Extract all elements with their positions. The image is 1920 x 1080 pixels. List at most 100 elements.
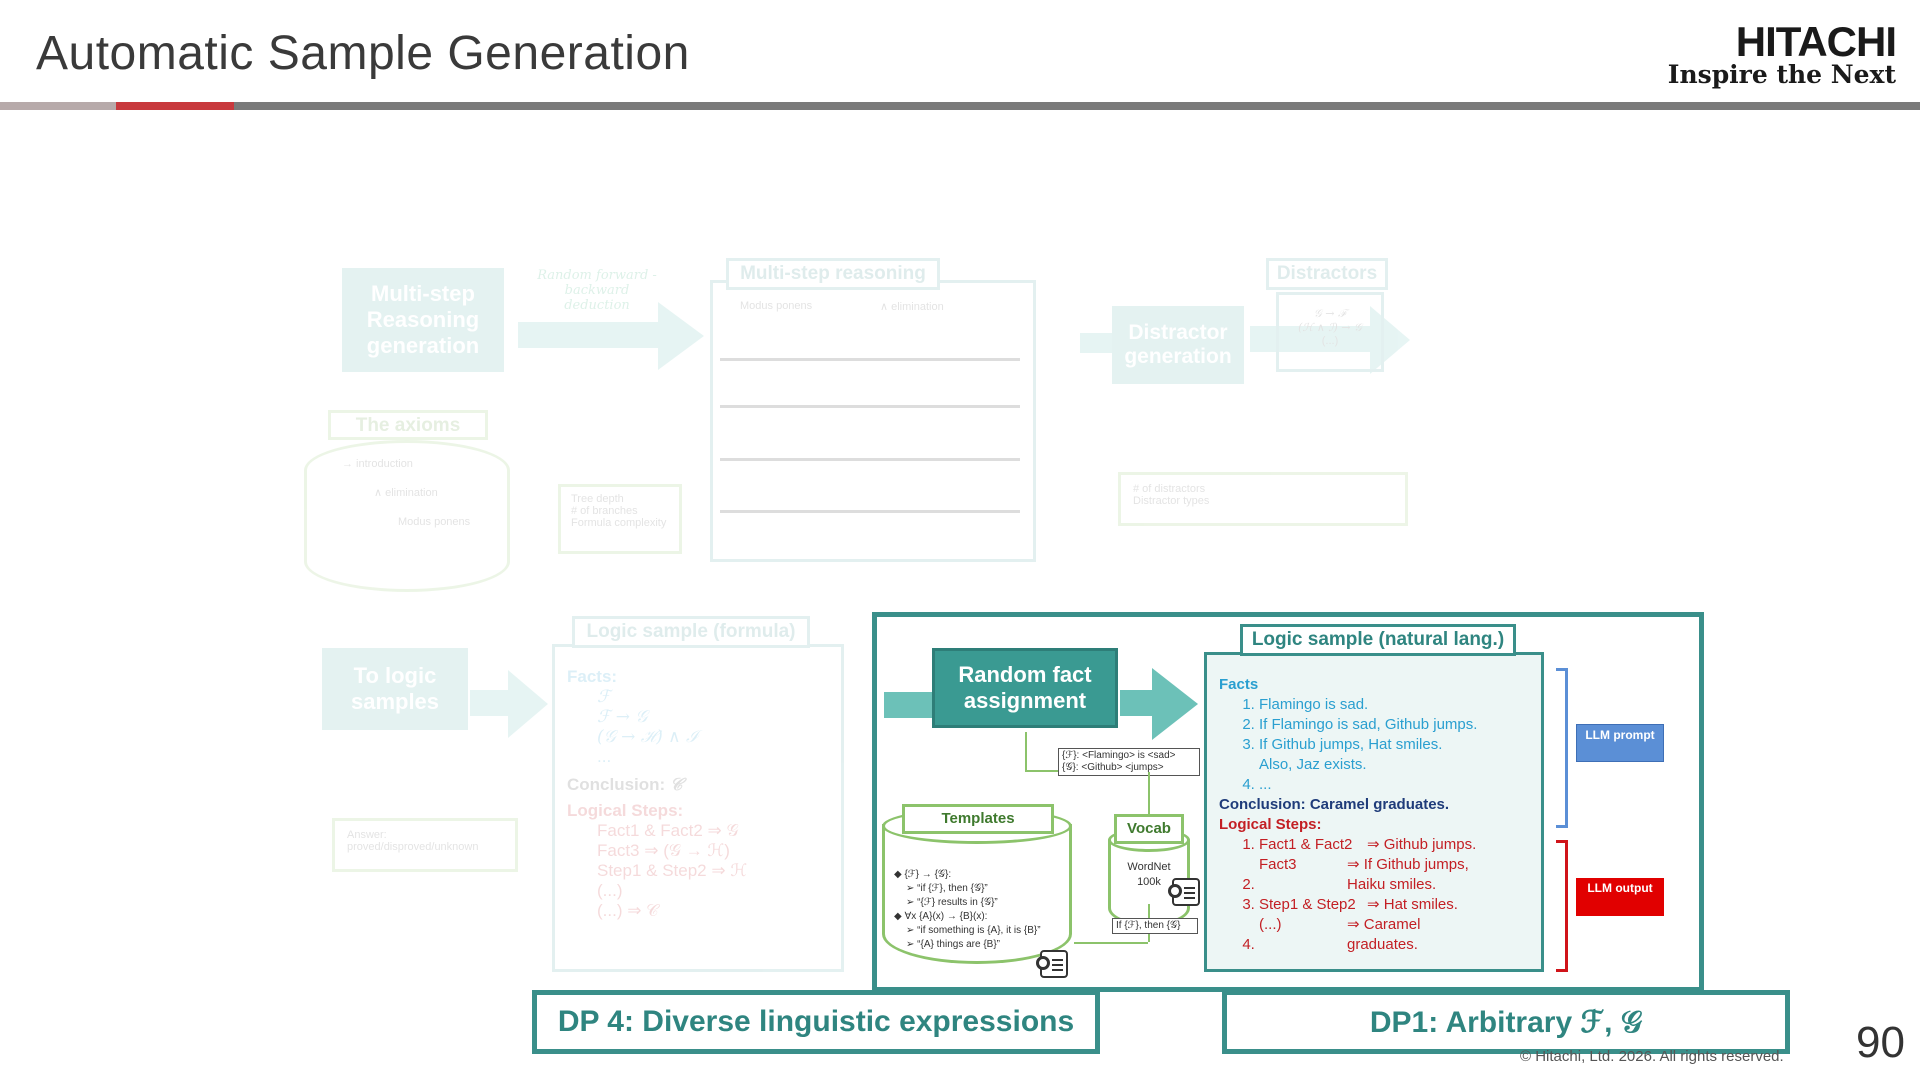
axiom-intro: → introduction: [342, 458, 413, 470]
natural-step-4: (...)⇒ Caramel graduates.: [1259, 915, 1529, 955]
formula-fact-3: (𝒢 → ℋ) ∧ ℐ: [597, 727, 698, 747]
arrow-3-head: [1370, 306, 1410, 374]
formula-step-2: Fact3 ⇒ (𝒢 → ℋ): [597, 841, 730, 860]
reasoning-line-1: [720, 358, 1020, 361]
natural-step-1: Fact1 & Fact2⇒ Github jumps.: [1259, 835, 1529, 855]
header-divider: [0, 102, 1920, 110]
arrow-into-random-fact: [884, 692, 934, 718]
natural-facts-list: Flamingo is sad. If Flamingo is sad, Git…: [1219, 695, 1529, 795]
vocab-gear-icon: [1168, 878, 1200, 906]
distractors-panel: 𝒢 → ℱ (ℋ ∧ ℐ) → 𝒢 (...): [1276, 292, 1384, 372]
natural-sample-panel: Facts Flamingo is sad. If Flamingo is sa…: [1204, 652, 1544, 972]
reasoning-line-2: [720, 405, 1020, 408]
templates-label: Templates: [902, 804, 1054, 834]
answer-param: Answer: proved/disproved/unknown: [347, 829, 479, 853]
natural-fact-4: ...: [1259, 775, 1529, 795]
natural-steps-list: Fact1 & Fact2⇒ Github jumps. Fact3⇒ If G…: [1219, 835, 1529, 955]
answer-param-box: Answer: proved/disproved/unknown: [332, 818, 518, 872]
arrow-1-head: [658, 302, 704, 370]
page-number: 90: [1856, 1018, 1905, 1067]
distractor-item-2: (ℋ ∧ ℐ) → 𝒢: [1298, 321, 1362, 334]
template-line-3: ➢ “{ℱ} results in {𝒢}”: [906, 897, 998, 908]
distractor-params-box: # of distractors Distractor types: [1118, 472, 1408, 526]
distractors-title: Distractors: [1266, 258, 1388, 290]
axiom-mp: Modus ponens: [398, 516, 471, 528]
multistep-generation-box: Multi-step Reasoning generation: [342, 268, 504, 372]
template-line-6: ➢ “{A} things are {B}”: [906, 939, 1001, 950]
natural-sample-title: Logic sample (natural lang.): [1240, 624, 1516, 656]
arrow-1: [518, 322, 658, 348]
llm-prompt-badge: LLM prompt: [1576, 724, 1664, 762]
arrow-4: [470, 690, 510, 716]
formula-step-3: Step1 & Step2 ⇒ ℋ: [597, 861, 748, 880]
arrow-2: [1080, 333, 1112, 353]
natural-step-2: Fact3⇒ If Github jumps, Haiku smiles.: [1259, 855, 1529, 895]
templates-to-note-connector: [1074, 942, 1148, 944]
arrow-to-natural-head: [1152, 668, 1198, 740]
formula-conclusion: Conclusion: 𝒞: [567, 775, 683, 795]
formula-step-4: (...): [597, 881, 623, 900]
modus-ponens-label: Modus ponens: [740, 300, 813, 312]
templates-gear-icon: [1036, 950, 1068, 978]
distractor-item-1: 𝒢 → ℱ: [1313, 307, 1347, 320]
natural-fact-1: Flamingo is sad.: [1259, 695, 1529, 715]
highlight-frame: [872, 612, 1704, 992]
hitachi-logo: HITACHI: [1735, 18, 1897, 65]
logic-formula-panel: Facts: ℱ ℱ → 𝒢 (𝒢 → ℋ) ∧ ℐ ... Conclusio…: [552, 644, 844, 972]
distractor-param-types: Distractor types: [1133, 495, 1210, 507]
tree-param-branches: # of branches: [571, 505, 638, 517]
vocab-connector: [1148, 772, 1150, 814]
header-divider-accent-red: [116, 102, 234, 110]
formula-facts-label: Facts:: [567, 667, 618, 686]
distractor-item-3: (...): [1321, 335, 1339, 347]
hitachi-tagline: Inspire the Next: [1667, 60, 1896, 89]
natural-facts-label: Facts: [1219, 676, 1259, 693]
formula-step-5: (...) ⇒ 𝒞: [597, 901, 659, 920]
random-fact-box: Random fact assignment: [932, 648, 1118, 728]
vocab-label: Vocab: [1114, 814, 1184, 844]
natural-fact-3: If Github jumps, Hat smiles.Also, Jaz ex…: [1259, 735, 1529, 775]
assign-connector-v: [1025, 732, 1027, 772]
axiom-elim: ∧ elimination: [374, 487, 438, 499]
template-line-4: ◆ ∀x {A}(x) → {B}(x):: [894, 911, 988, 922]
arrow-4-head: [508, 670, 548, 738]
formula-fact-2: ℱ → 𝒢: [597, 707, 648, 727]
random-deduction-label: Random forward -backward deduction: [537, 268, 657, 313]
template-line-1: ◆ {ℱ} → {𝒢}:: [894, 869, 952, 880]
template-line-2: ➢ “if {ℱ}, then {𝒢}”: [906, 883, 988, 894]
to-logic-box: To logic samples: [322, 648, 468, 730]
distractor-param-count: # of distractors: [1133, 483, 1206, 495]
multistep-reasoning-panel: [710, 280, 1036, 562]
templates-cylinder-body: [882, 824, 1072, 964]
natural-fact-2: If Flamingo is sad, Github jumps.: [1259, 715, 1529, 735]
axioms-title: The axioms: [328, 410, 488, 440]
copyright: © Hitachi, Ltd. 2026. All rights reserve…: [1520, 1048, 1784, 1065]
reasoning-line-4: [720, 510, 1020, 513]
formula-step-1: Fact1 & Fact2 ⇒ 𝒢: [597, 821, 739, 840]
templates-content: ◆ {ℱ} → {𝒢}: ➢ “if {ℱ}, then {𝒢}” ➢ “{ℱ}…: [894, 868, 1072, 952]
wordnet-text: WordNet 100k: [1127, 861, 1171, 888]
header-divider-accent-light: [0, 102, 116, 110]
prompt-bracket: [1556, 668, 1568, 828]
distractor-generation-box: Distractor generation: [1112, 306, 1244, 384]
formula-fact-4: ...: [597, 747, 612, 766]
arrow-to-natural: [1120, 690, 1154, 716]
formula-steps-label: Logical Steps:: [567, 801, 684, 820]
logic-formula-title: Logic sample (formula): [572, 616, 810, 648]
template-line-5: ➢ “if something is {A}, it is {B}”: [906, 925, 1041, 936]
dp1-label: DP1: Arbitrary ℱ, 𝒢: [1222, 990, 1790, 1054]
and-elimination-label: ∧ elimination: [880, 301, 944, 313]
if-then-note: If {ℱ}, then {𝒢}: [1112, 918, 1198, 934]
llm-output-badge: LLM output: [1576, 878, 1664, 916]
axioms-cylinder: [304, 440, 510, 592]
arrow-3: [1250, 326, 1370, 352]
reasoning-line-3: [720, 458, 1020, 461]
natural-conclusion: Conclusion: Caramel graduates.: [1219, 796, 1450, 813]
tree-params-box: Tree depth # of branches Formula complex…: [558, 484, 682, 554]
formula-fact-1: ℱ: [597, 687, 611, 707]
page-title: Automatic Sample Generation: [36, 27, 690, 80]
tree-param-depth: Tree depth: [571, 493, 624, 505]
tree-param-complexity: Formula complexity: [571, 517, 667, 529]
output-bracket: [1556, 840, 1568, 972]
